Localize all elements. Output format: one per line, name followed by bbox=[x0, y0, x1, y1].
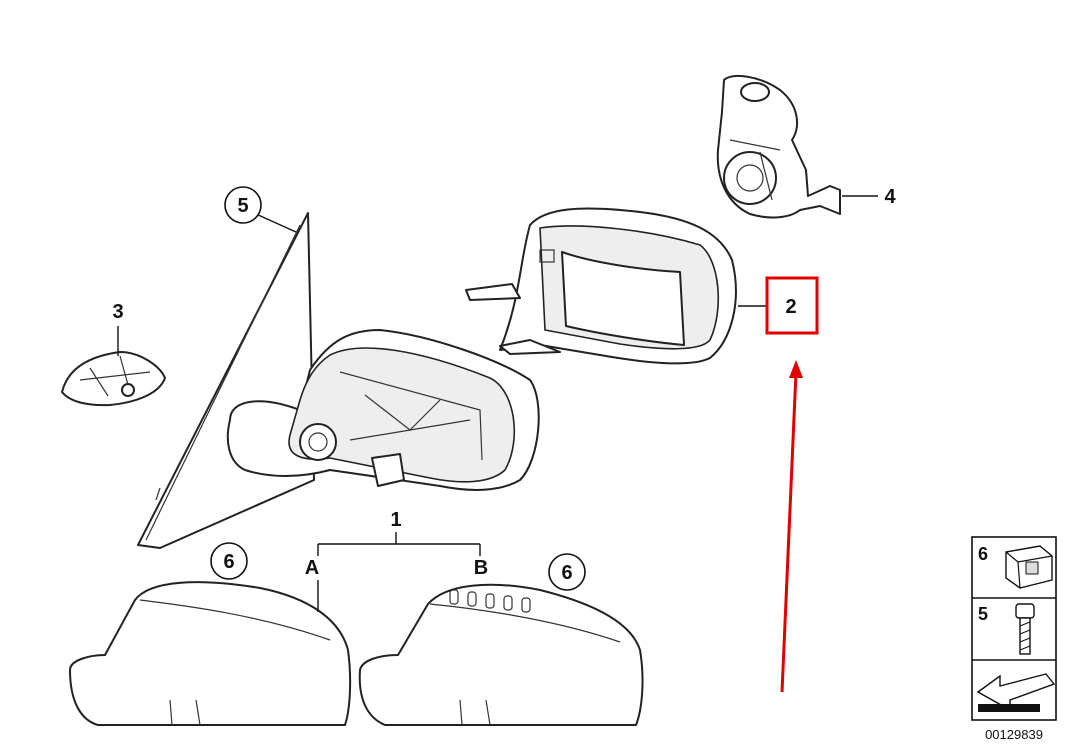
mirror-motor-bracket-part[interactable] bbox=[716, 74, 841, 219]
mirror-cap-b-part[interactable] bbox=[358, 583, 644, 726]
direction-arrow-icon bbox=[976, 673, 1056, 712]
callout-6-right: 6 bbox=[561, 562, 572, 584]
callout-6-left: 6 bbox=[223, 551, 234, 573]
callout-1: 1 bbox=[390, 509, 401, 531]
hardware-legend: 6 5 bbox=[971, 536, 1057, 721]
mirror-base-housing-part[interactable] bbox=[226, 329, 540, 491]
diagram-reference-number: 00129839 bbox=[985, 727, 1043, 742]
variant-a-label: A bbox=[305, 557, 319, 579]
mirror-clip-part[interactable] bbox=[61, 351, 166, 407]
mirror-frame-part[interactable] bbox=[465, 207, 737, 365]
highlight-box bbox=[765, 276, 819, 335]
callout-2-highlight[interactable]: 2 bbox=[765, 276, 819, 335]
callout-5: 5 bbox=[237, 195, 248, 217]
callout-6b-circle: 6 bbox=[548, 553, 586, 591]
callout-5-circle: 5 bbox=[224, 186, 262, 224]
mirror-cap-a-part[interactable] bbox=[69, 581, 352, 726]
turn-signal-slots bbox=[449, 589, 531, 613]
legend-row-5: 5 bbox=[978, 604, 988, 624]
callout-2: 2 bbox=[785, 296, 796, 318]
clip-nut-icon bbox=[1005, 545, 1053, 589]
callout-4: 4 bbox=[884, 186, 896, 208]
callout-3: 3 bbox=[112, 301, 123, 323]
leader-lines bbox=[117, 195, 878, 612]
red-arrow bbox=[780, 360, 803, 693]
callout-6a-circle: 6 bbox=[210, 542, 248, 580]
screw-icon bbox=[1015, 603, 1035, 655]
variant-b-label: B bbox=[474, 557, 488, 579]
legend-row-6: 6 bbox=[978, 544, 988, 564]
